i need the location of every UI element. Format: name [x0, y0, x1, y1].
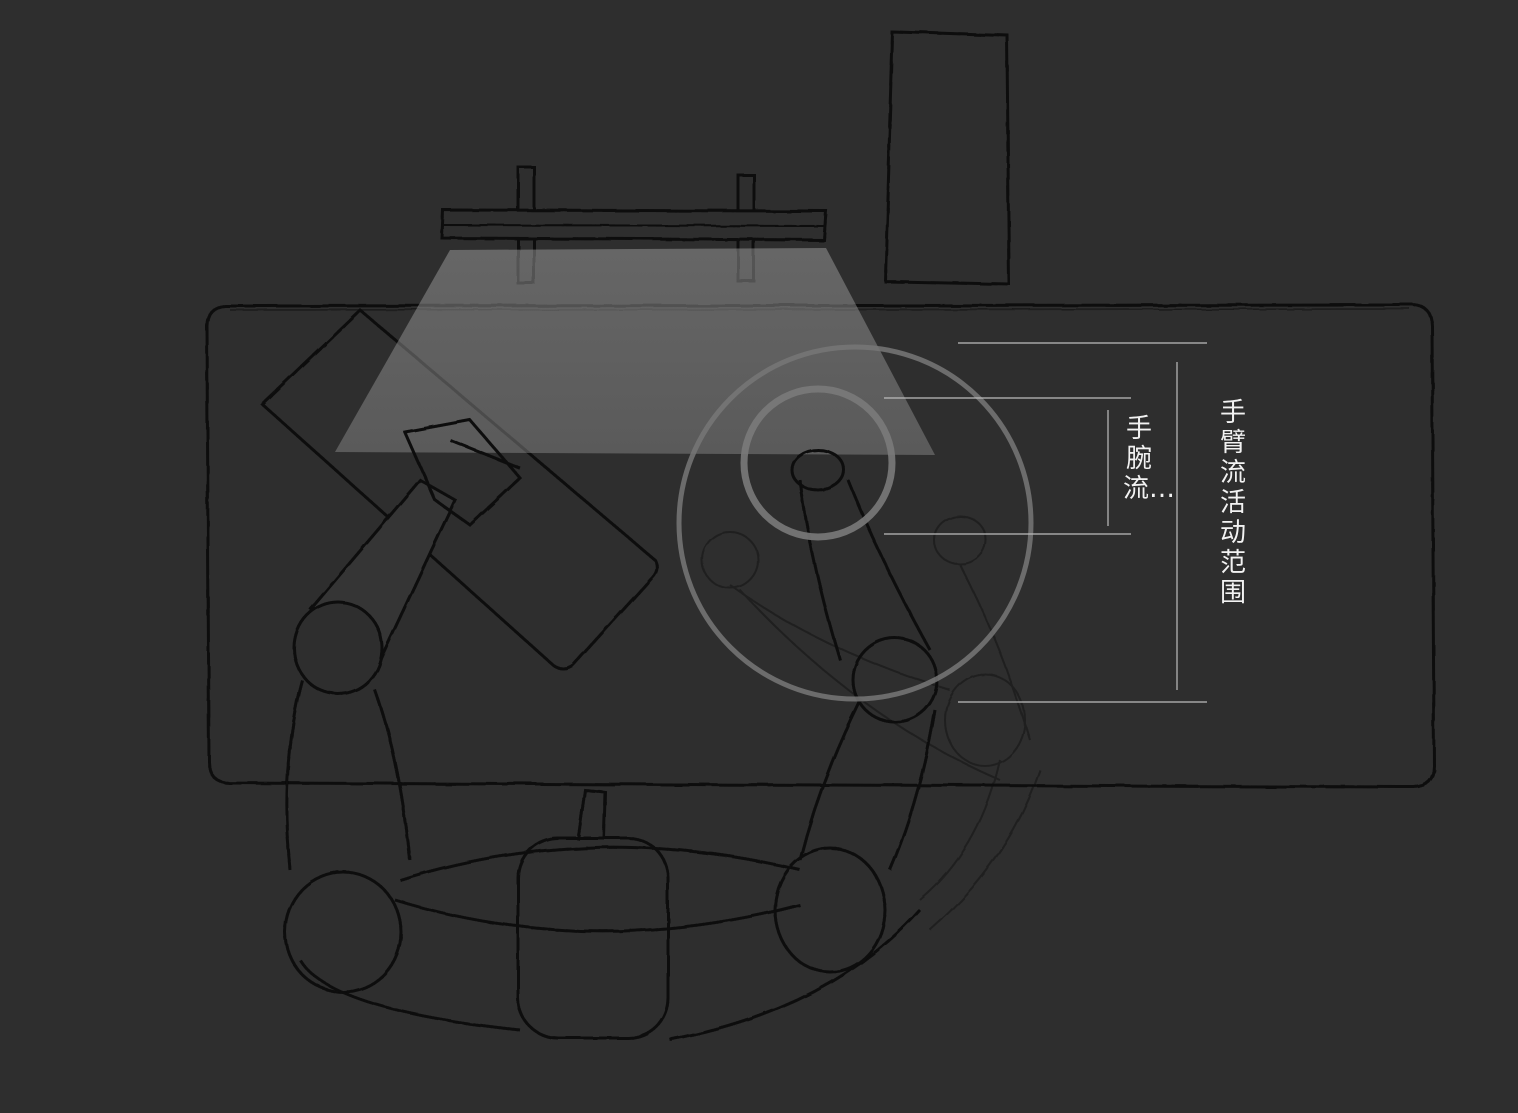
arm-range-label: 手臂流活动范围	[1217, 398, 1249, 608]
wrist-style-label: 手腕流…	[1123, 414, 1155, 504]
dimension-guides	[884, 343, 1207, 702]
torso-sketch	[300, 790, 920, 1040]
left-arm-sketch	[285, 420, 520, 992]
phone-sketch	[886, 32, 1009, 284]
monitor-light-beam	[335, 248, 935, 455]
